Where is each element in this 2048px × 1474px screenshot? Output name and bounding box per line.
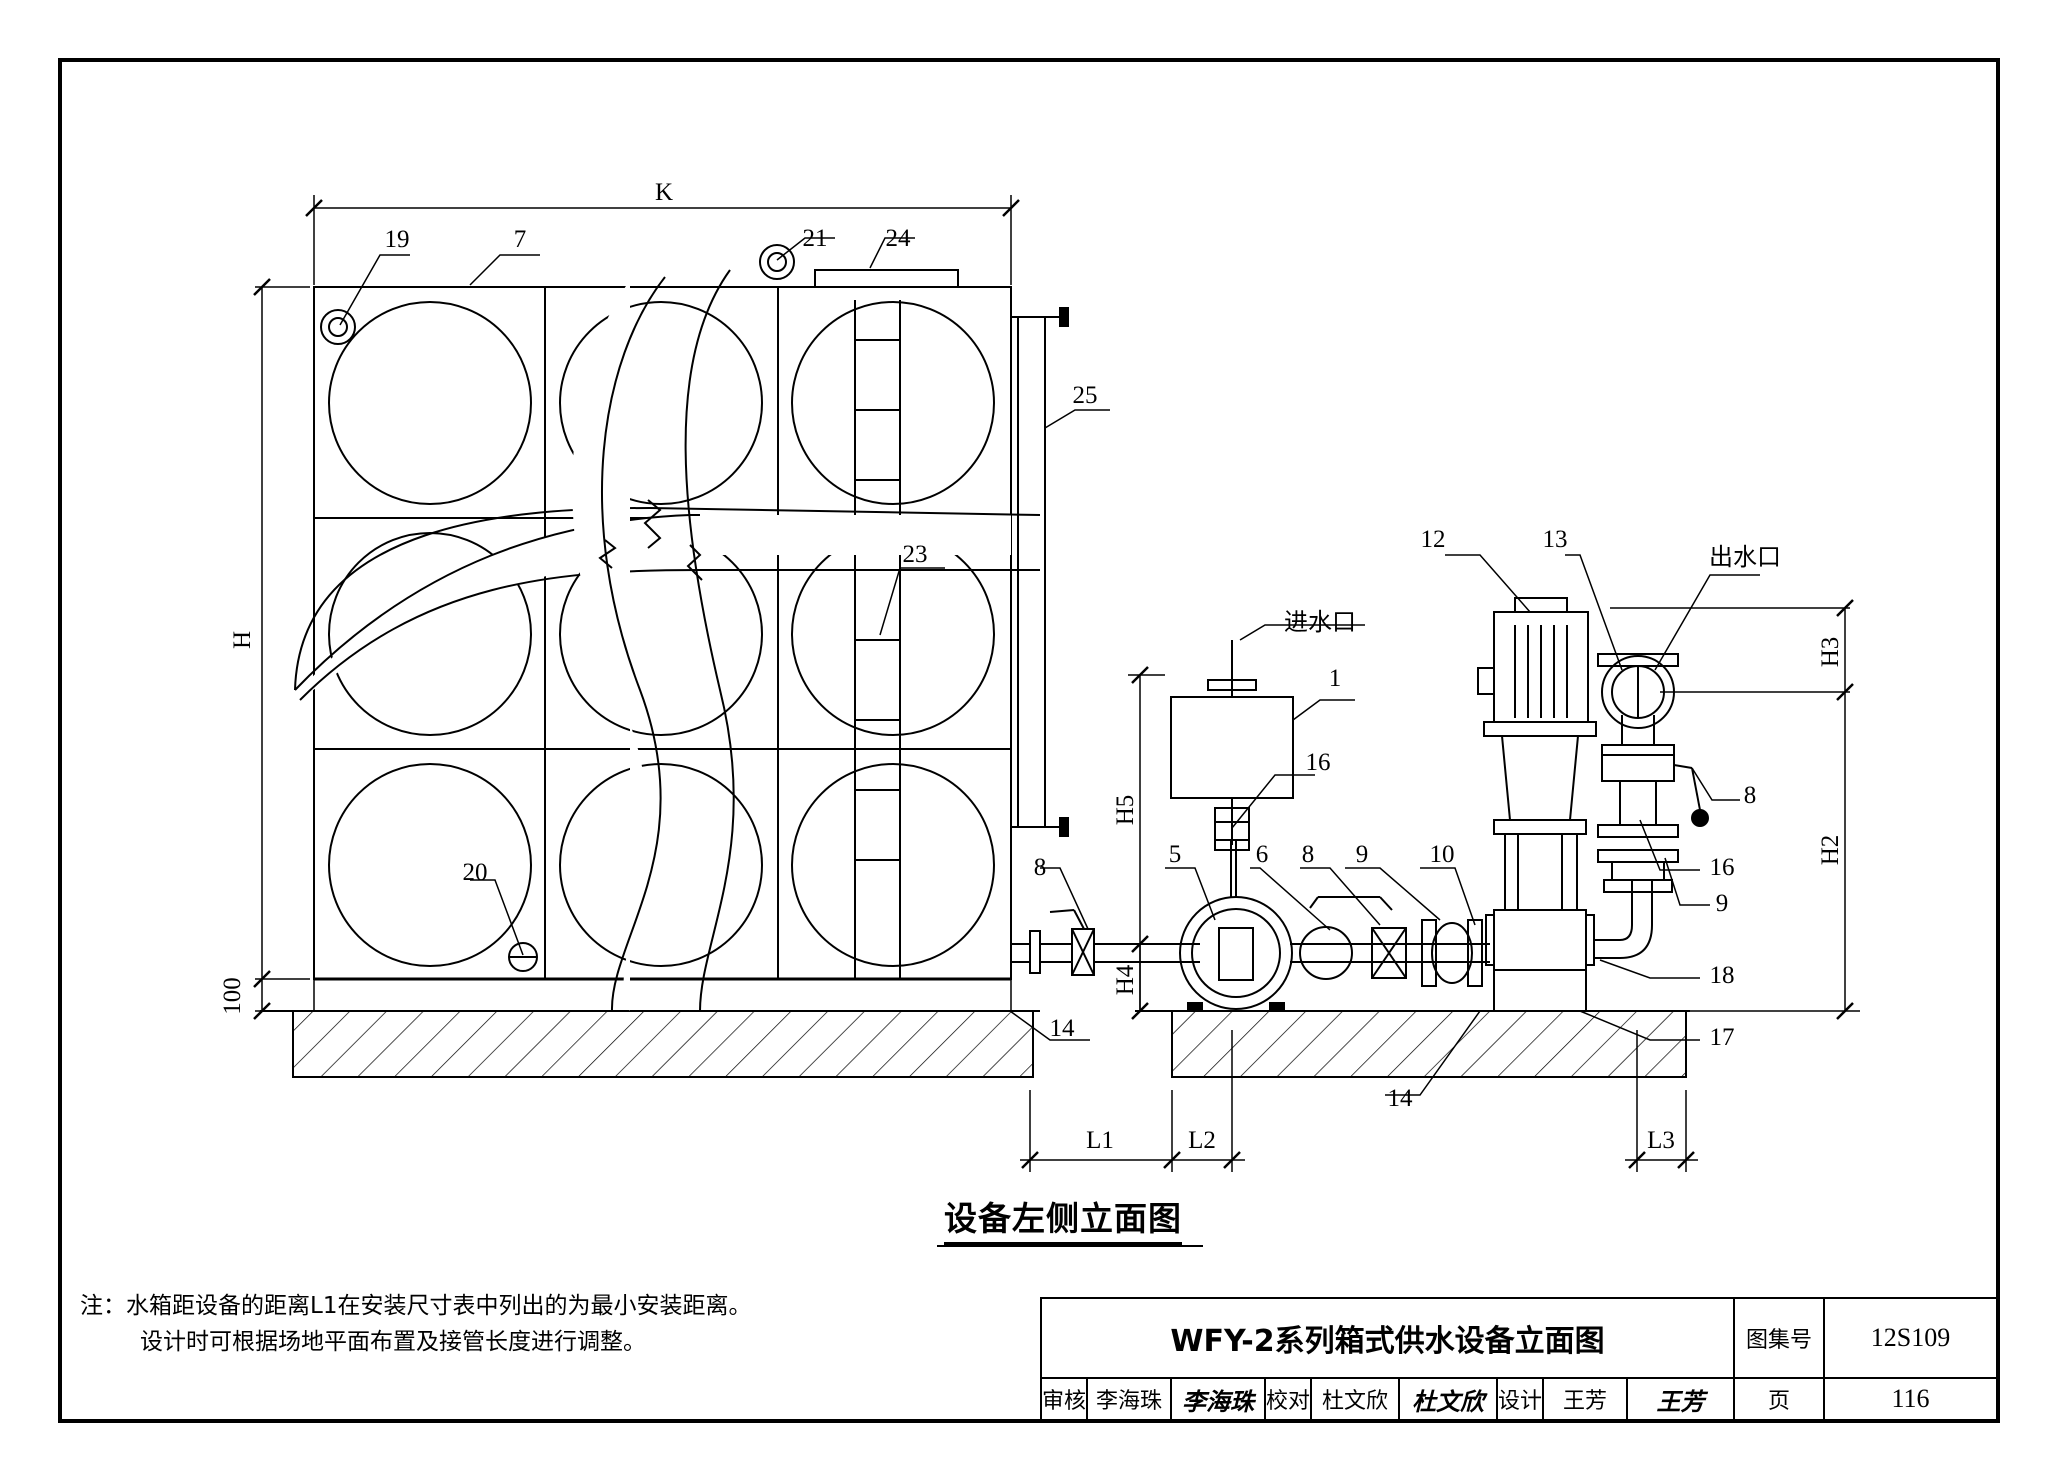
atlas-no-label: 图集号	[1735, 1299, 1825, 1379]
callout-20: 20	[463, 859, 488, 886]
callout-16b: 16	[1710, 854, 1735, 881]
fitting-21	[759, 244, 795, 280]
callout-17: 17	[1710, 1024, 1735, 1051]
callout-23: 23	[903, 541, 928, 568]
dim-H2: H2	[1817, 835, 1844, 866]
pump-5	[1179, 896, 1293, 1010]
callout-16a: 16	[1306, 749, 1331, 776]
callout-19: 19	[385, 226, 410, 253]
leader-lines	[339, 237, 1760, 1096]
callout-9b: 9	[1716, 890, 1729, 917]
callout-25: 25	[1073, 382, 1098, 409]
dim-H: H	[229, 631, 256, 649]
callout-14a: 14	[1050, 1015, 1076, 1042]
callout-9a: 9	[1356, 841, 1369, 868]
designer-signature: 王芳	[1628, 1379, 1735, 1419]
checker-name: 杜文欣	[1312, 1379, 1400, 1419]
drawing-caption: 设备左侧立面图	[944, 1192, 1182, 1245]
designer-label: 设计	[1498, 1379, 1544, 1419]
tank-foundation	[260, 1010, 1040, 1078]
check-valve-6	[1299, 926, 1353, 980]
dim-H3: H3	[1817, 637, 1844, 668]
checker-signature: 杜文欣	[1400, 1379, 1498, 1419]
equipment-dimensions	[1020, 599, 1860, 1172]
atlas-no: 12S109	[1825, 1299, 1996, 1379]
water-tank	[294, 244, 1069, 1012]
dim-H4: H4	[1112, 964, 1139, 995]
callout-7: 7	[514, 226, 527, 253]
dim-K: K	[655, 179, 673, 206]
outlet-label: 出水口	[1709, 543, 1781, 571]
reviewer-name: 李海珠	[1088, 1379, 1172, 1419]
callout-8b: 8	[1302, 841, 1315, 868]
reviewer-label: 审核	[1042, 1379, 1088, 1419]
dim-H5: H5	[1112, 795, 1139, 826]
fitting-19	[320, 309, 356, 345]
note-line-1: 注：水箱距设备的距离L1在安装尺寸表中列出的为最小安装距离。	[80, 1293, 752, 1319]
callout-numbers: 19 7 21 24 25 23 20 1 16 8 5 6 8 9 10 12…	[385, 225, 1782, 1112]
drawing-frame	[58, 58, 2000, 1423]
dim-base-100: 100	[219, 977, 246, 1015]
page-label: 页	[1735, 1379, 1825, 1419]
equipment-foundation	[1135, 1010, 1690, 1078]
callout-6: 6	[1256, 841, 1269, 868]
pressure-tank-1	[1170, 696, 1294, 799]
pipework	[1011, 597, 1709, 1012]
callout-24: 24	[886, 225, 912, 252]
title-block: WFY-2系列箱式供水设备立面图 图集号 12S109 审核 李海珠 李海珠 校…	[1040, 1297, 1998, 1421]
reviewer-signature: 李海珠	[1172, 1379, 1266, 1419]
page-number: 116	[1891, 1384, 1930, 1413]
callout-1: 1	[1329, 665, 1342, 692]
callout-13: 13	[1543, 526, 1568, 553]
dim-L2: L2	[1188, 1127, 1216, 1154]
designer-name: 王芳	[1544, 1379, 1628, 1419]
sheet-title: WFY-2系列箱式供水设备立面图	[1042, 1299, 1735, 1379]
callout-18: 18	[1710, 962, 1735, 989]
callout-10: 10	[1430, 841, 1455, 868]
callout-12: 12	[1421, 526, 1446, 553]
tank-dimensions	[253, 195, 1020, 1020]
callout-21: 21	[803, 225, 828, 252]
callout-14b: 14	[1388, 1085, 1414, 1112]
inlet-label: 进水口	[1284, 608, 1356, 636]
dim-L1: L1	[1086, 1127, 1114, 1154]
caption-underline	[937, 1245, 1203, 1247]
dim-L3: L3	[1647, 1127, 1675, 1154]
callout-8a: 8	[1034, 854, 1047, 881]
callout-5: 5	[1169, 841, 1182, 868]
callout-8c: 8	[1744, 782, 1757, 809]
note-line-2: 设计时可根据场地平面布置及接管长度进行调整。	[140, 1329, 646, 1355]
checker-label: 校对	[1266, 1379, 1312, 1419]
